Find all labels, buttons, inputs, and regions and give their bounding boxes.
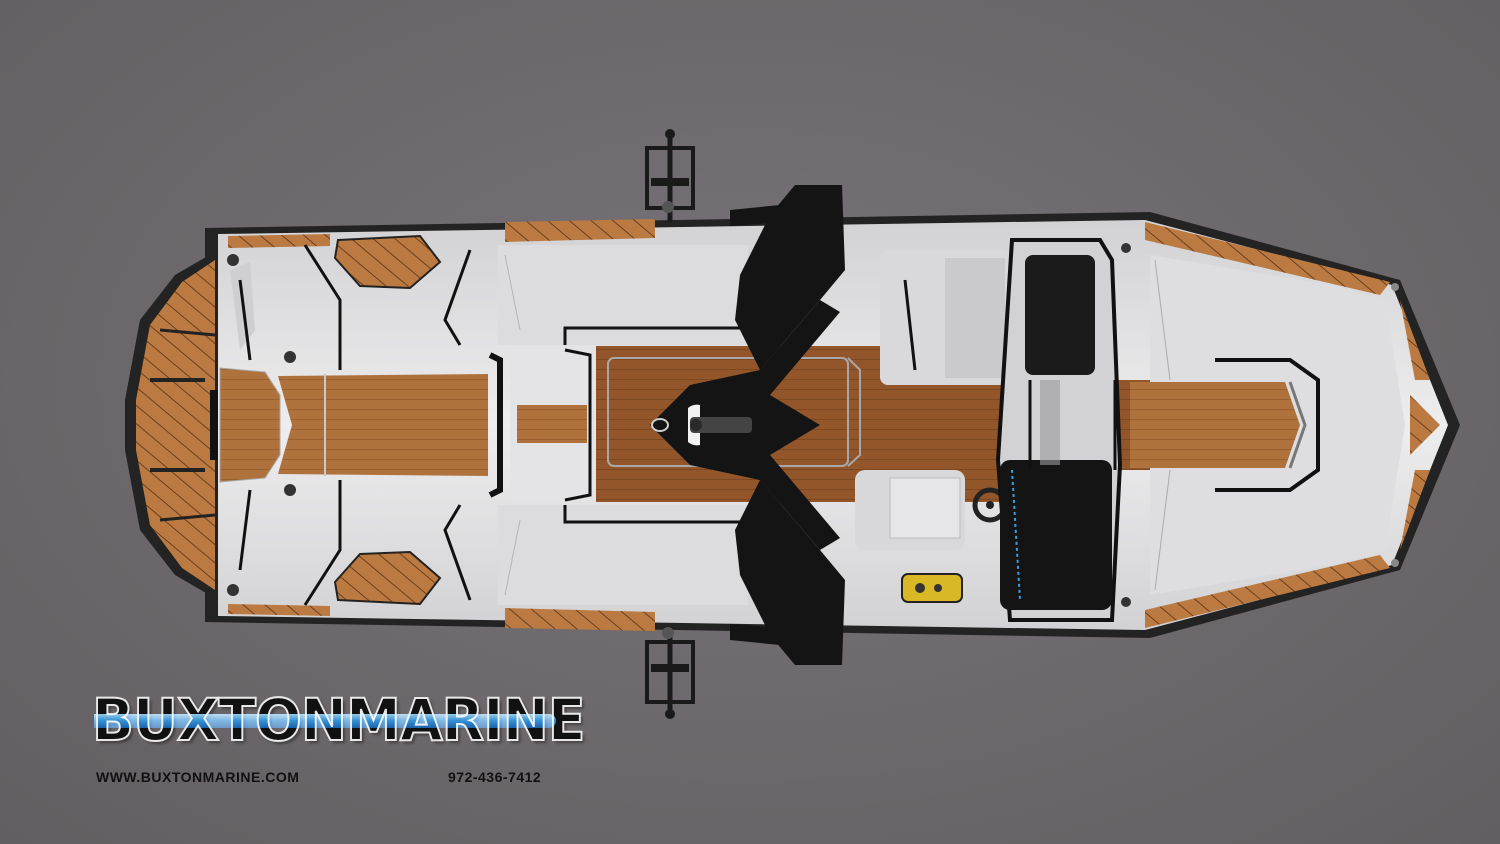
console-panel [901, 573, 963, 603]
logo-blue-stripe [94, 714, 556, 728]
board-rack-bottom [645, 627, 695, 719]
board-rack-top [645, 129, 695, 222]
logo-phone: 972-436-7412 [448, 769, 542, 785]
buxton-marine-logo: BUXTONMARINE WWW.BUXTONMARINE.COM 972-43… [91, 689, 586, 790]
wake-tower [650, 185, 845, 665]
logo-website: WWW.BUXTONMARINE.COM [96, 769, 300, 785]
